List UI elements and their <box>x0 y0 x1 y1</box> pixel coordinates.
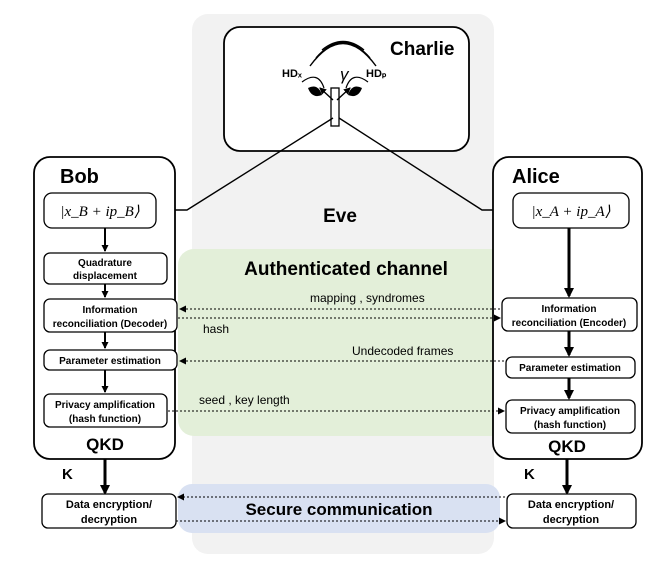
bob-encryption-box <box>41 493 177 529</box>
bob-title: Bob <box>60 166 99 188</box>
bob-privacy-line2: (hash function) <box>69 414 141 425</box>
undecoded-frames-label: Undecoded frames <box>352 344 453 358</box>
arrow-to-detector-x <box>319 87 334 101</box>
alice-privacy-line1: Privacy amplification <box>520 406 620 417</box>
bob-privacy-line1: Privacy amplification <box>55 400 155 411</box>
bob-reconciliation-box <box>43 298 178 333</box>
hd-p-label: HDₚ <box>366 68 387 80</box>
alice-state: |x_A + ip_A⟩ <box>532 204 611 220</box>
alice-key-label: K <box>524 466 535 483</box>
hd-x-label: HDₓ <box>282 68 303 80</box>
detector-x-icon <box>301 76 325 97</box>
alice-privacy-box <box>505 399 636 434</box>
bob-quadrature-line2: displacement <box>73 271 138 282</box>
charlie-title: Charlie <box>390 39 454 60</box>
alice-title: Alice <box>512 166 560 188</box>
detector-p-icon <box>345 76 369 97</box>
alice-parameter-label: Parameter estimation <box>519 363 621 374</box>
alice-privacy-line2: (hash function) <box>534 420 606 431</box>
alice-reconciliation-line2: reconciliation (Encoder) <box>512 318 626 329</box>
bob-parameter-label: Parameter estimation <box>59 356 161 367</box>
bob-encryption-line1: Data encryption/ <box>66 499 152 511</box>
arrow-to-detector-p <box>336 87 351 101</box>
mapping-syndromes-label: mapping , syndromes <box>310 291 425 305</box>
authenticated-channel-title: Authenticated channel <box>244 259 448 280</box>
secure-communication-arrows <box>176 493 506 525</box>
bob-encryption-line2: decryption <box>81 514 138 526</box>
bob-state-box <box>43 192 157 229</box>
bob-reconciliation-line2: reconciliation (Decoder) <box>53 319 167 330</box>
bob-key-label: K <box>62 466 73 483</box>
seed-key-length-label: seed , key length <box>199 393 290 407</box>
beam-splitter-icon <box>330 87 340 127</box>
classical-messages <box>168 305 505 415</box>
gamma-symbol: γ <box>340 65 350 84</box>
eve-label: Eve <box>323 206 357 227</box>
alice-encryption-line2: decryption <box>543 514 600 526</box>
bob-quadrature-line1: Quadrature <box>78 258 132 269</box>
bob-qkd-label: QKD <box>86 435 124 454</box>
bob-reconciliation-line1: Information <box>83 305 138 316</box>
secure-communication-title: Secure communication <box>245 500 432 519</box>
alice-reconciliation-line1: Information <box>542 304 597 315</box>
alice-qkd-label: QKD <box>548 437 586 456</box>
bob-privacy-box <box>43 393 168 428</box>
alice-encryption-line1: Data encryption/ <box>528 499 614 511</box>
authenticated-channel-region <box>178 249 507 436</box>
secure-communication-region <box>178 484 500 533</box>
antenna-icon <box>309 40 377 67</box>
bob-parameter-box <box>43 349 178 371</box>
alice-encryption-box <box>506 493 637 529</box>
hash-label: hash <box>203 322 229 336</box>
bob-state: |x_B + ip_B⟩ <box>60 204 139 220</box>
alice-state-box <box>512 192 630 229</box>
